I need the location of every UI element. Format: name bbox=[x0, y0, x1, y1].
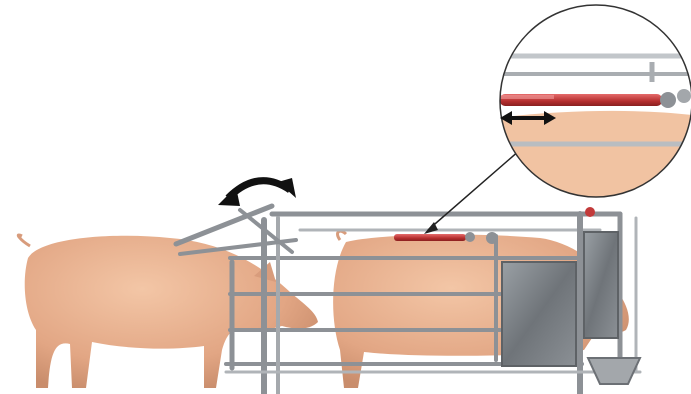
feeder bbox=[588, 358, 640, 384]
magnified-detail-callout bbox=[496, 0, 691, 200]
callout-pointer bbox=[428, 150, 520, 230]
rotation-arrow-icon bbox=[218, 178, 296, 206]
rear-panel bbox=[584, 232, 618, 338]
lock-clamp-icon bbox=[585, 207, 595, 217]
side-panel bbox=[502, 262, 576, 366]
